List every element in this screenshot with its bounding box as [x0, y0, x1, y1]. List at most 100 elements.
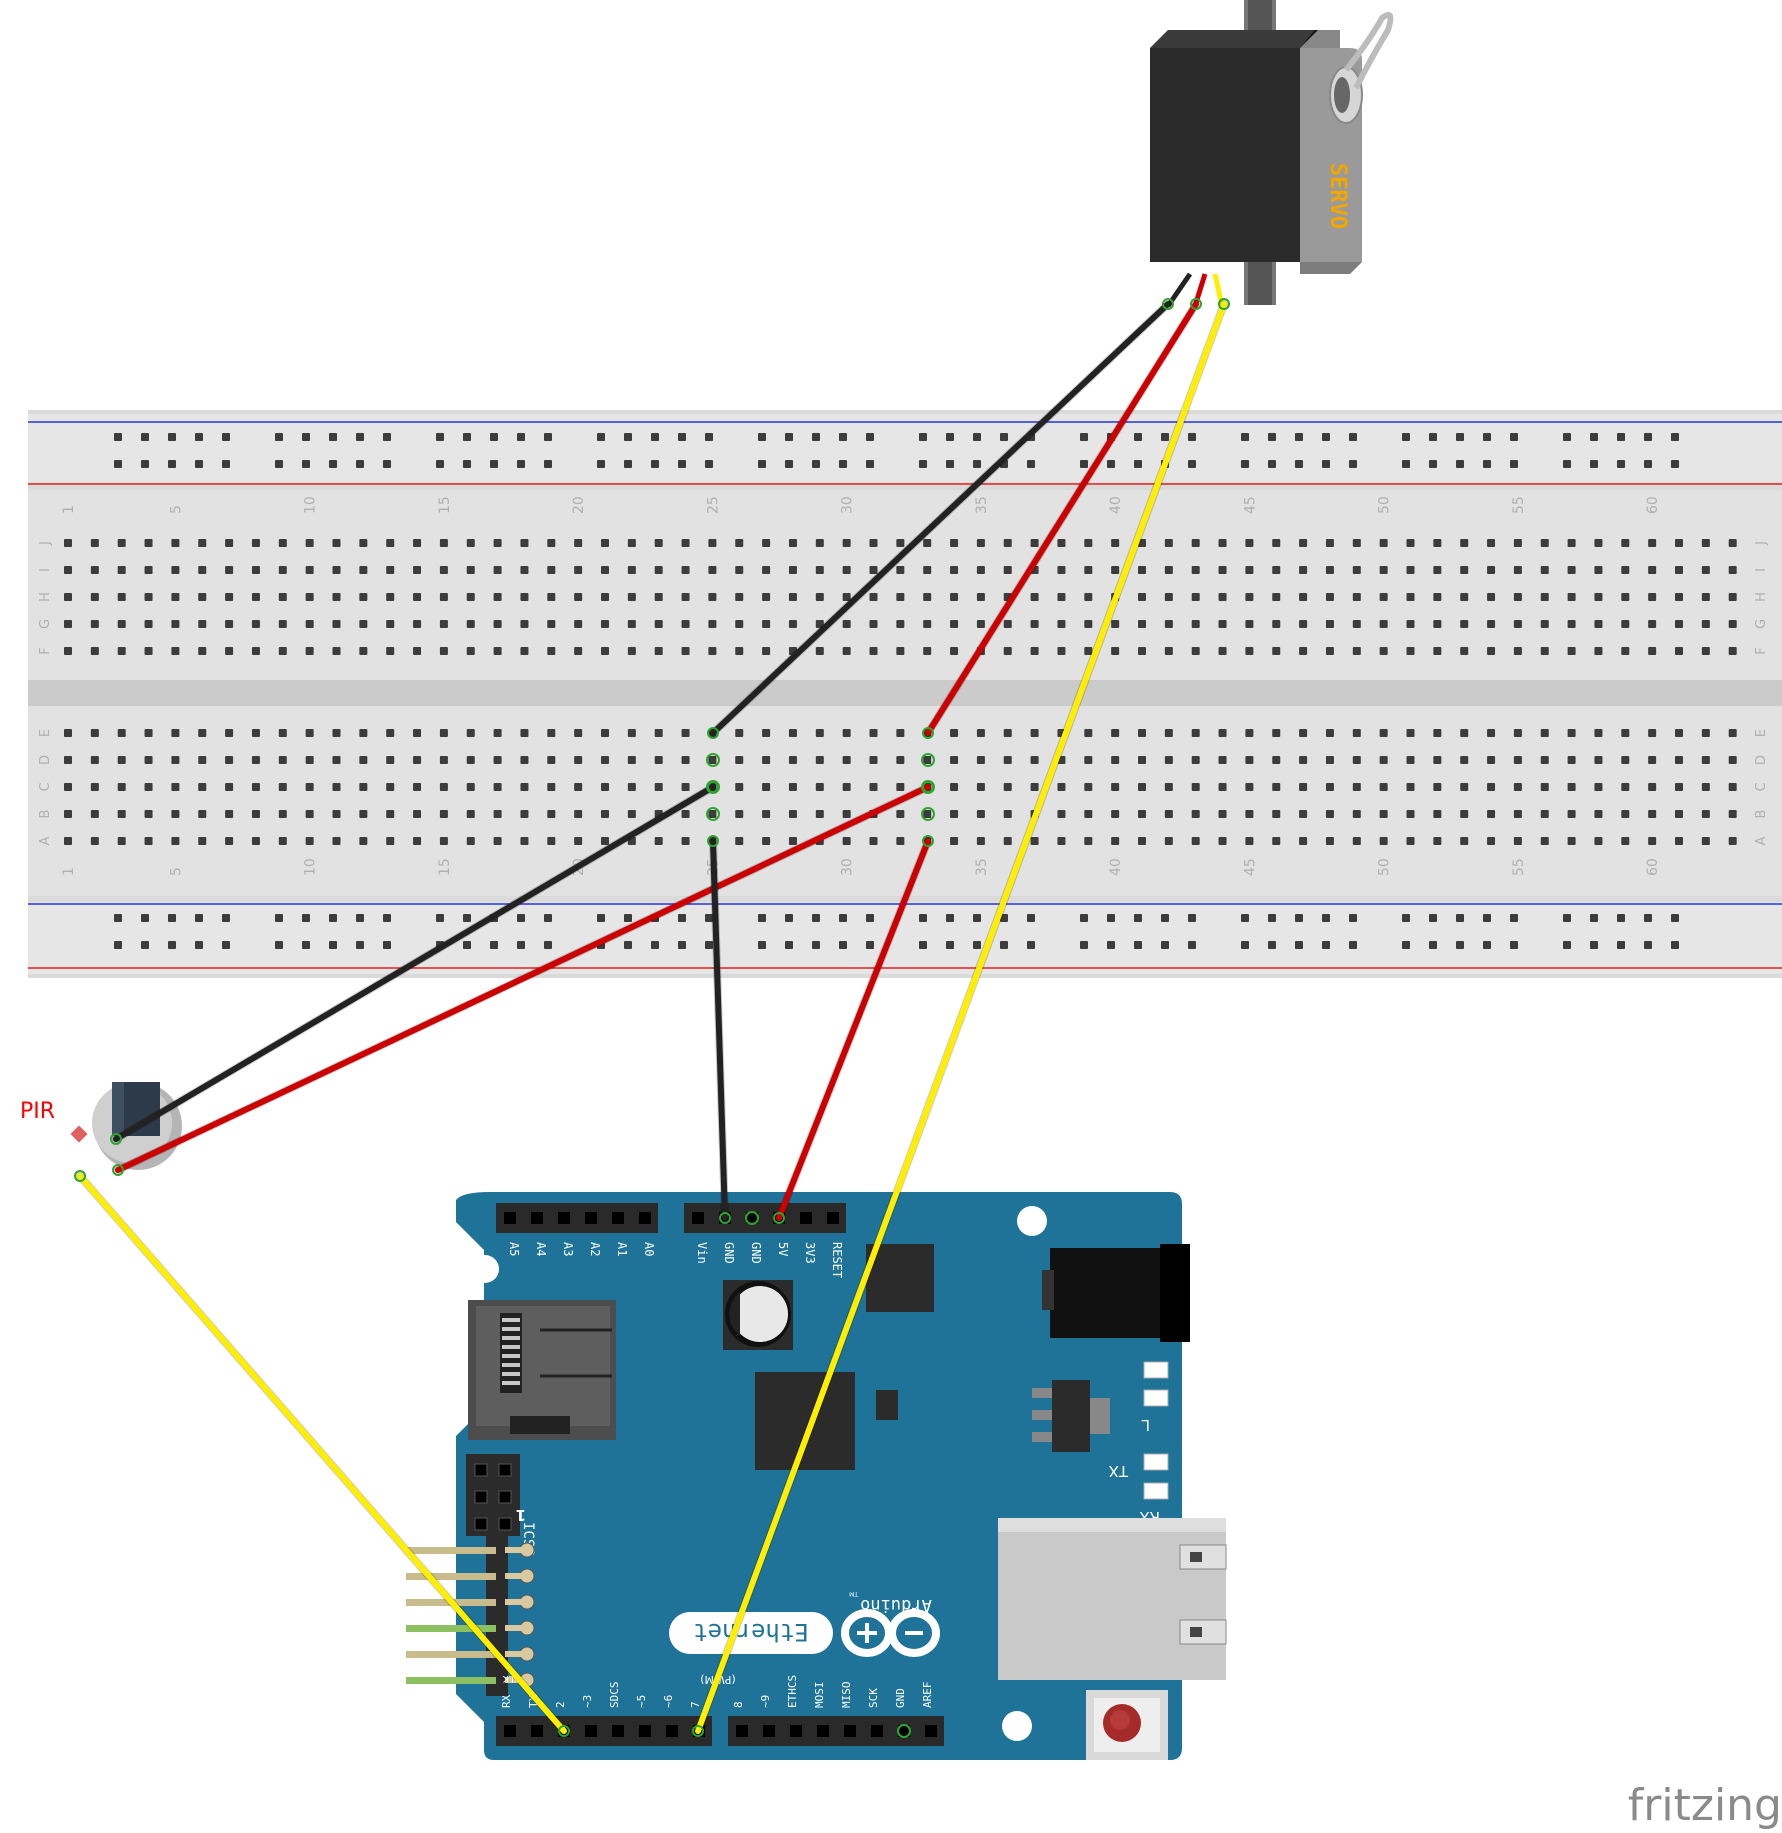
breadboard-hole [1111, 810, 1120, 818]
rail-hole [195, 433, 203, 441]
breadboard-hole [117, 756, 126, 764]
led-power [1143, 1361, 1169, 1379]
rail-hole [1295, 433, 1303, 441]
row-letter-label: G [1754, 619, 1769, 629]
breadboard-hole [225, 729, 234, 737]
rail-hole [597, 914, 605, 922]
breadboard-hole [144, 620, 153, 628]
breadboard-hole [1728, 729, 1737, 737]
breadboard-hole [386, 837, 395, 845]
breadboard-hole [923, 756, 932, 764]
breadboard-hole [735, 783, 744, 791]
breadboard-hole [359, 837, 368, 845]
rail-hole [678, 460, 686, 468]
breadboard-hole [1164, 837, 1173, 845]
breadboard-hole [708, 647, 717, 655]
rail-hole [1241, 460, 1249, 468]
digital-pin-label: 7 [689, 1701, 702, 1708]
breadboard-hole [359, 729, 368, 737]
breadboard-hole [1325, 566, 1334, 574]
breadboard-hole [976, 620, 985, 628]
row-letter-label: F [1754, 647, 1769, 654]
breadboard-hole [1003, 620, 1012, 628]
breadboard-hole [1030, 647, 1039, 655]
breadboard-hole [601, 620, 609, 628]
breadboard-holes [64, 433, 1737, 949]
row-letter-label: A [38, 836, 53, 845]
breadboard-hole [198, 756, 207, 764]
breadboard-hole [1540, 783, 1549, 791]
rail-hole [356, 460, 364, 468]
breadboard-hole [681, 729, 690, 737]
breadboard-hole [386, 539, 395, 547]
breadboard-hole [386, 783, 395, 791]
led-label-l: L [1141, 1416, 1150, 1434]
breadboard-hole [708, 756, 717, 764]
breadboard-hole [1701, 566, 1710, 574]
column-number-label: 45 [1242, 858, 1258, 876]
breadboard-hole [1648, 539, 1657, 547]
column-number-label: 45 [1242, 496, 1258, 514]
rail-hole [1241, 941, 1249, 949]
breadboard-hole [466, 810, 475, 818]
breadboard-hole [64, 539, 72, 547]
icsp-pin [498, 1517, 512, 1531]
breadboard-hole [574, 647, 583, 655]
analog-header [496, 1203, 658, 1233]
breadboard-hole [1299, 647, 1308, 655]
breadboard-hole [1728, 539, 1737, 547]
column-number-label: 60 [1645, 858, 1661, 876]
breadboard-hole [1138, 647, 1146, 655]
breadboard-hole [1057, 539, 1066, 547]
row-letter-label: E [38, 729, 53, 737]
breadboard-hole [1460, 810, 1469, 818]
row-letter-label: G [38, 619, 53, 629]
breadboard-hole [976, 810, 985, 818]
breadboard: 1155101015152020252530303535404045455050… [28, 410, 1782, 978]
power-pin-label: Vin [695, 1242, 709, 1264]
ftdi-pin-body [505, 1599, 527, 1605]
connected-hole-marker [921, 753, 935, 767]
rail-hole [1107, 914, 1115, 922]
icsp-pin [474, 1517, 488, 1531]
breadboard-hole [1701, 810, 1710, 818]
breadboard-hole [1352, 593, 1361, 601]
breadboard-hole [1138, 783, 1146, 791]
breadboard-hole [735, 729, 744, 737]
breadboard-hole [439, 729, 448, 737]
breadboard-hole [171, 593, 180, 601]
rail-hole [812, 460, 820, 468]
rail-hole [356, 433, 364, 441]
breadboard-hole [520, 837, 529, 845]
breadboard-hole [1272, 620, 1281, 628]
breadboard-hole [1111, 729, 1120, 737]
breadboard-hole [1138, 756, 1146, 764]
rail-hole [1402, 433, 1410, 441]
rail-hole [329, 433, 337, 441]
breadboard-hole [413, 837, 422, 845]
breadboard-hole [869, 647, 878, 655]
breadboard-hole [735, 810, 744, 818]
rail-hole [1188, 433, 1196, 441]
arduino-brand-text: Arduino [860, 1595, 932, 1615]
rail-hole [1295, 460, 1303, 468]
rail-hole [1510, 941, 1518, 949]
rail-hole [705, 941, 713, 949]
breadboard-hole [762, 620, 771, 628]
rail-hole [839, 941, 847, 949]
rail-hole [1402, 460, 1410, 468]
rail-hole [785, 914, 793, 922]
breadboard-hole [950, 539, 959, 547]
servo-lead-red [1192, 273, 1208, 307]
breadboard-hole [1138, 539, 1146, 547]
breadboard-hole [520, 593, 529, 601]
breadboard-hole [198, 783, 207, 791]
breadboard-hole [64, 837, 72, 845]
rail-hole [1322, 460, 1330, 468]
breadboard-hole [1299, 810, 1308, 818]
rail-hole [973, 433, 981, 441]
breadboard-hole [332, 539, 341, 547]
breadboard-hole [708, 593, 717, 601]
breadboard-hole [1406, 783, 1415, 791]
rail-hole [785, 941, 793, 949]
